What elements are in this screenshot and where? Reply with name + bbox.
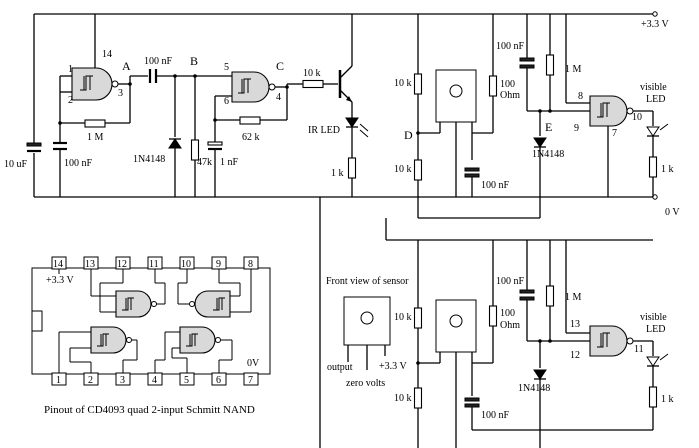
chip-pin-13: 13 bbox=[85, 259, 95, 270]
r-100ohm-top-label: 100 bbox=[500, 79, 515, 90]
r-10k-bot-a-label: 10 k bbox=[394, 312, 412, 323]
pin-2-label: 2 bbox=[68, 95, 73, 106]
pin-14-label: 14 bbox=[102, 49, 112, 60]
chip-pin-6: 6 bbox=[216, 375, 221, 386]
chip-pin-10: 10 bbox=[181, 259, 191, 270]
visible-led-label: visible bbox=[640, 82, 667, 93]
pin-3-label: 3 bbox=[118, 88, 123, 99]
visible-led-label2: LED bbox=[646, 94, 665, 105]
r-10k-base-label: 10 k bbox=[303, 68, 321, 79]
node-d-label: D bbox=[404, 128, 413, 142]
r-1k-led-top-label: 1 k bbox=[661, 164, 674, 175]
pin-9-label: 9 bbox=[574, 123, 579, 134]
r-10k-d-bot-label: 10 k bbox=[394, 164, 412, 175]
chip-gate-upper-left bbox=[115, 290, 157, 318]
chip-pin-11: 11 bbox=[149, 259, 159, 270]
r-10k-bot-b-label: 10 k bbox=[394, 393, 412, 404]
pin-12-label: 12 bbox=[570, 350, 580, 361]
cd4093-chip bbox=[31, 267, 271, 375]
ground-label: 0 V bbox=[665, 207, 680, 218]
zero-volts-label: zero volts bbox=[346, 378, 385, 389]
chip-pin-8: 8 bbox=[248, 259, 253, 270]
chip-vplus-label: +3.3 V bbox=[46, 275, 74, 286]
c-100nf-e-bot-label: 100 nF bbox=[496, 276, 525, 287]
ir-led-label: IR LED bbox=[308, 125, 340, 136]
d-1n4148-e-top-label: 1N4148 bbox=[532, 149, 564, 160]
r-1k-ir-label: 1 k bbox=[331, 168, 344, 179]
r-62k-label: 62 k bbox=[242, 132, 260, 143]
c-100nf-left-label: 100 nF bbox=[64, 158, 93, 169]
c-1nf-label: 1 nF bbox=[220, 157, 239, 168]
pin-11-label: 11 bbox=[634, 344, 644, 355]
r-1m-e-bot-label: 1 M bbox=[565, 292, 582, 303]
node-e-label: E bbox=[545, 120, 552, 134]
d-1n4148-e-bot-label: 1N4148 bbox=[518, 383, 550, 394]
nand-gate-2 bbox=[231, 71, 276, 103]
chip-pin-14: 14 bbox=[53, 259, 63, 270]
ir-sensor-bottom bbox=[435, 299, 477, 363]
c-10uf-label: 10 uF bbox=[4, 159, 28, 170]
chip-gate-lower-right bbox=[179, 326, 221, 354]
pin-6-label: 6 bbox=[224, 96, 229, 107]
pin-1-label: 1 bbox=[68, 64, 73, 75]
chip-pin-3: 3 bbox=[120, 375, 125, 386]
supply-label: +3.3 V bbox=[641, 19, 669, 30]
sensor-front-view bbox=[343, 296, 391, 370]
nand-gate-4 bbox=[589, 325, 634, 357]
c-100nf-e-top-label: 100 nF bbox=[496, 41, 525, 52]
nand-gate-3 bbox=[589, 95, 634, 127]
chip-pin-1: 1 bbox=[56, 375, 61, 386]
r-100ohm-bot-label2: Ohm bbox=[500, 320, 520, 331]
chip-pin-4: 4 bbox=[152, 375, 157, 386]
chip-pin-2: 2 bbox=[88, 375, 93, 386]
c-100nf-sensor-bot-label: 100 nF bbox=[481, 410, 510, 421]
r-100ohm-top-label2: Ohm bbox=[500, 90, 520, 101]
r-1k-led-bot-label: 1 k bbox=[661, 394, 674, 405]
node-b-label: B bbox=[190, 54, 198, 68]
r-10k-d-top-label: 10 k bbox=[394, 78, 412, 89]
supply-terminal bbox=[652, 11, 658, 17]
node-a-label: A bbox=[122, 59, 131, 73]
chip-pin-12: 12 bbox=[117, 259, 127, 270]
pin-4-label: 4 bbox=[276, 92, 281, 103]
pin-13-label: 13 bbox=[570, 319, 580, 330]
pinout-caption: Pinout of CD4093 quad 2-input Schmitt NA… bbox=[44, 404, 255, 416]
chip-pin-7: 7 bbox=[248, 375, 253, 386]
output-label: output bbox=[327, 362, 353, 373]
d-1n4148-b-label: 1N4148 bbox=[133, 154, 165, 165]
chip-pin-5: 5 bbox=[184, 375, 189, 386]
plus33-label: +3.3 V bbox=[379, 361, 407, 372]
chip-pin-9: 9 bbox=[216, 259, 221, 270]
transistor bbox=[338, 65, 353, 103]
chip-bottom-pins bbox=[51, 372, 259, 386]
chip-gate-lower-left bbox=[90, 326, 132, 354]
r-1m-e-top-label: 1 M bbox=[565, 64, 582, 75]
front-view-label: Front view of sensor bbox=[326, 276, 409, 287]
pin-8-label: 8 bbox=[578, 91, 583, 102]
chip-gate-upper-right bbox=[189, 290, 231, 318]
node-c-label: C bbox=[276, 59, 284, 73]
r-47k-label: 47k bbox=[197, 157, 212, 168]
r-100ohm-bot-label: 100 bbox=[500, 308, 515, 319]
c-100nf-sensor-top-label: 100 nF bbox=[481, 180, 510, 191]
pin-5-label: 5 bbox=[224, 62, 229, 73]
c-100nf-ab-label: 100 nF bbox=[144, 56, 173, 67]
ir-sensor-top bbox=[435, 69, 477, 133]
visible-led-b-label2: LED bbox=[646, 324, 665, 335]
r-1m-left-label: 1 M bbox=[87, 132, 104, 143]
chip-0v-label: 0V bbox=[247, 358, 260, 369]
visible-led-b-label: visible bbox=[640, 312, 667, 323]
nand-gate-1 bbox=[71, 67, 119, 101]
pin-10-label: 10 bbox=[632, 112, 642, 123]
pin-7-label: 7 bbox=[612, 128, 617, 139]
